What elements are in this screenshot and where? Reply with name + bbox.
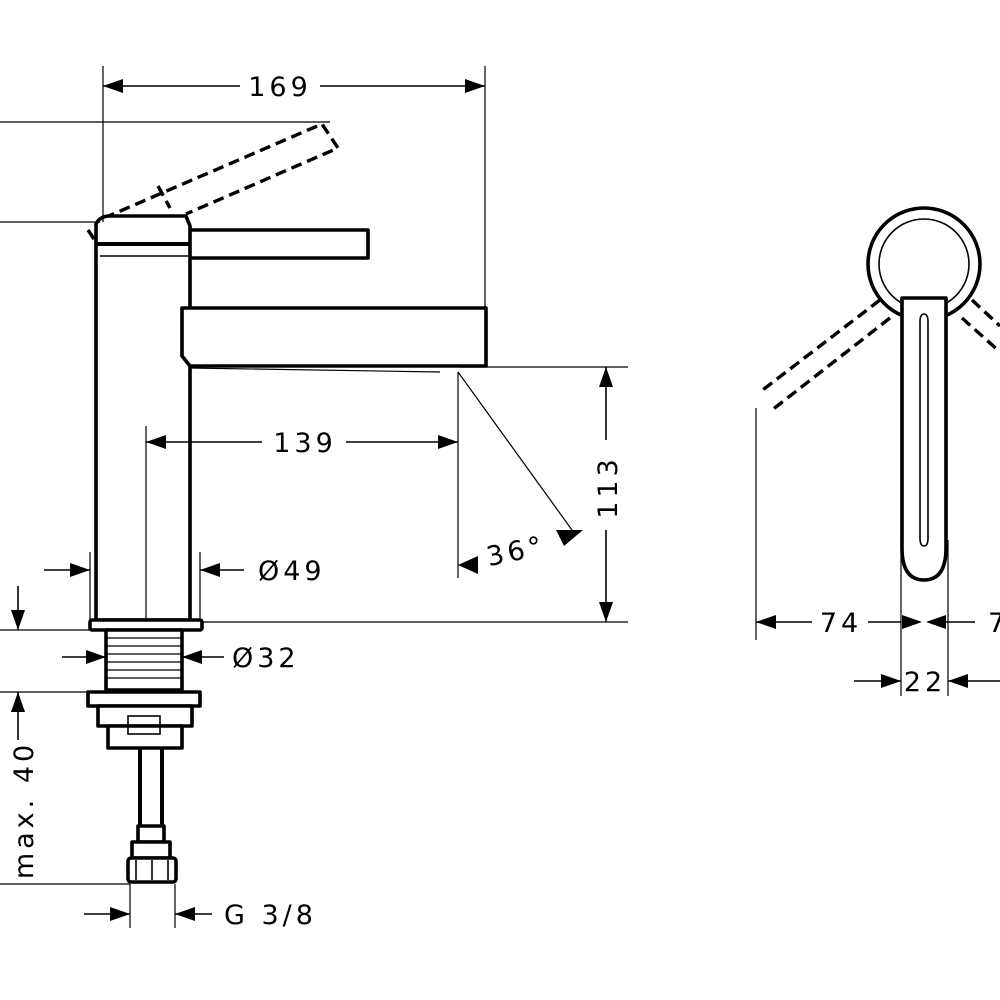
label-spray-angle: 36° — [484, 530, 549, 573]
dimension-lever-side-right: 7 — [926, 608, 1000, 639]
faucet-body — [94, 214, 192, 622]
arrow-icon — [110, 907, 130, 921]
label-body-diameter: Ø49 — [258, 556, 326, 587]
dimension-lever-side-left: 74 — [756, 608, 922, 639]
label-lever-side-left: 74 — [820, 608, 862, 639]
arrow-icon — [458, 556, 478, 574]
label-overall-length: 169 — [248, 72, 312, 103]
lever — [186, 228, 370, 260]
arrow-icon — [465, 79, 485, 93]
dimension-spout-projection: 139 — [145, 372, 459, 620]
dimension-spout-height: 113 — [202, 366, 628, 623]
arrow-icon — [146, 435, 166, 449]
arrow-icon — [599, 367, 613, 387]
arrow-icon — [948, 674, 968, 688]
fixing-nut — [86, 690, 202, 750]
dimension-overall-length: 169 — [102, 66, 486, 308]
arrow-icon — [11, 610, 25, 630]
arrow-icon — [556, 530, 583, 546]
arrow-icon — [599, 602, 613, 622]
label-lever-side-right: 7 — [988, 608, 1000, 639]
arrow-icon — [70, 563, 90, 577]
label-shank-diameter: Ø32 — [232, 643, 300, 674]
front-view: 74 7 22 — [755, 206, 1000, 698]
arrow-icon — [881, 674, 901, 688]
arrow-icon — [86, 650, 106, 664]
side-view: 169 139 113 3 — [0, 66, 628, 931]
label-counter-thickness: max. 40 — [9, 741, 40, 879]
dimension-body-diameter: Ø49 — [44, 552, 326, 620]
arrow-icon — [926, 615, 946, 629]
arrow-icon — [175, 907, 195, 921]
dimension-counter-thickness: max. 40 — [0, 586, 130, 885]
label-connection-thread: G 3/8 — [224, 900, 317, 931]
label-handle-width: 22 — [904, 667, 946, 698]
arrow-icon — [438, 435, 458, 449]
arrow-icon — [11, 692, 25, 712]
label-spout-projection: 139 — [273, 428, 337, 459]
lever-handle — [900, 296, 948, 582]
threaded-shank — [104, 628, 184, 692]
dimension-handle-width: 22 — [854, 667, 1000, 698]
spout — [180, 306, 488, 373]
supply-hose — [126, 748, 178, 884]
arrow-icon — [103, 79, 123, 93]
arrow-icon — [756, 615, 776, 629]
lever-raised-outline — [86, 121, 341, 243]
arrow-icon — [200, 563, 220, 577]
dimension-connection-thread: G 3/8 — [84, 884, 317, 931]
arrow-icon — [182, 650, 202, 664]
dimension-shank-diameter: Ø32 — [62, 643, 300, 674]
arrow-icon — [902, 615, 922, 629]
label-spout-height: 113 — [593, 455, 624, 519]
lever-swing-outline — [758, 298, 1000, 412]
dimension-spray-angle: 36° — [457, 371, 583, 574]
